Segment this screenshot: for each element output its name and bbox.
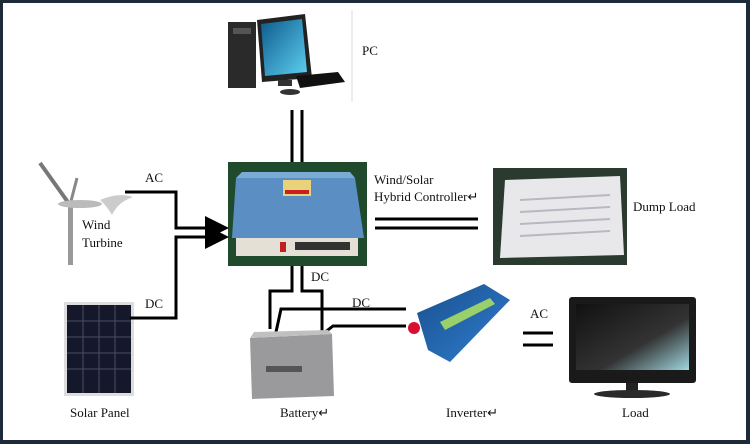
pc-label: PC <box>362 43 378 58</box>
inverter-load-ac-label: AC <box>530 306 548 321</box>
controller-label-line1: Wind/Solar <box>374 172 434 187</box>
controller-dumpload-link <box>375 217 478 230</box>
controller-label-line2: Hybrid Controller↵ <box>374 189 478 204</box>
wind-label-line1: Wind <box>82 217 111 232</box>
load-tv-image <box>569 297 696 398</box>
pc-image <box>228 10 353 102</box>
solar-dc-label: DC <box>145 296 163 311</box>
battery-label: Battery↵ <box>280 405 329 420</box>
solar-panel-label: Solar Panel <box>70 405 130 420</box>
wind-ac-label: AC <box>145 170 163 185</box>
controller-battery-link <box>268 266 324 333</box>
dump-load-label: Dump Load <box>633 199 696 214</box>
battery-inverter-link <box>274 307 406 335</box>
solar-controller-link <box>130 225 229 320</box>
inverter-label: Inverter↵ <box>446 405 498 420</box>
solar-panel-image <box>64 302 134 396</box>
wind-label-line2: Turbine <box>82 235 123 250</box>
pc-controller-link <box>290 110 304 162</box>
battery-inverter-dc-label: DC <box>352 295 370 310</box>
controller-image <box>228 162 367 266</box>
dump-load-image <box>493 168 627 265</box>
wind-turbine-image <box>38 161 133 265</box>
inverter-load-link <box>523 331 553 347</box>
controller-battery-dc-label: DC <box>311 269 329 284</box>
wind-controller-link <box>125 190 229 240</box>
battery-image <box>250 330 334 399</box>
inverter-image <box>408 284 510 362</box>
load-label: Load <box>622 405 649 420</box>
